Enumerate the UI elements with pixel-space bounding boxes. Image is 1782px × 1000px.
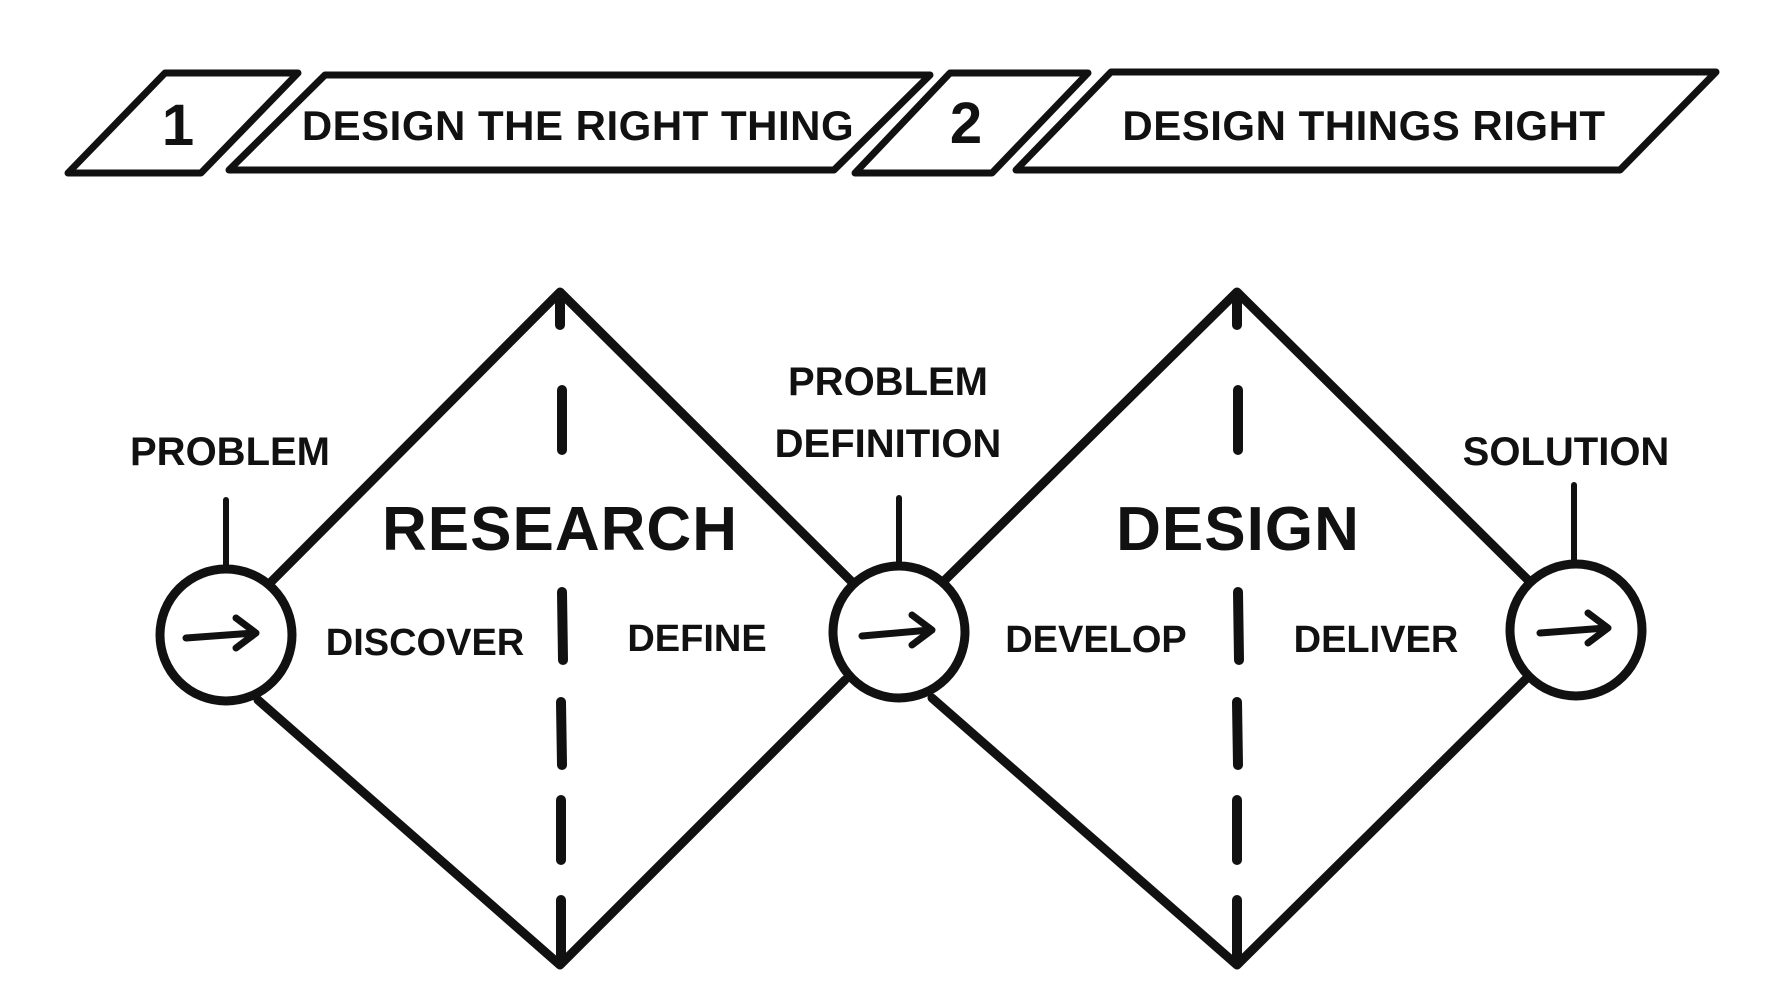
node-problem-definition-label-line1: PROBLEM xyxy=(788,360,988,404)
diamond-design-title: DESIGN xyxy=(1116,495,1360,564)
banner-step-2-number-frame xyxy=(851,69,1092,177)
banner-step-1-number-frame xyxy=(64,69,302,177)
diamond-research-divider xyxy=(555,295,568,960)
banner-step-1-title-text: DESIGN THE RIGHT THING xyxy=(302,102,854,149)
phase-define-label: DEFINE xyxy=(627,618,766,660)
arrow-right-icon xyxy=(1536,609,1612,647)
diamond-design-divider xyxy=(1232,295,1244,960)
node-problem-definition-circle xyxy=(828,561,970,703)
diamond-research-bottom-edges xyxy=(253,675,850,970)
banner-step-1-number-text: 1 xyxy=(162,93,194,158)
node-problem-circle xyxy=(155,564,297,706)
node-problem-label: PROBLEM xyxy=(130,430,330,474)
banner-step-2-number-text: 2 xyxy=(950,91,982,156)
banner-step-1-title-frame xyxy=(225,71,934,174)
node-solution-circle xyxy=(1505,559,1647,701)
phase-discover-label: DISCOVER xyxy=(326,622,524,664)
diamond-research-top-edges xyxy=(265,287,858,588)
banner-step-2-number: 2 xyxy=(851,69,1092,177)
diamond-design-bottom-edges xyxy=(927,672,1533,970)
diamond-research: RESEARCH DISCOVER DEFINE xyxy=(253,287,858,970)
node-solution: SOLUTION xyxy=(1463,430,1670,701)
banner-step-2-title-text: DESIGN THINGS RIGHT xyxy=(1122,102,1605,149)
banner-step-1-number: 1 xyxy=(64,69,302,177)
node-problem: PROBLEM xyxy=(130,430,330,706)
phase-deliver-label: DELIVER xyxy=(1294,619,1459,661)
diamond-research-title: RESEARCH xyxy=(382,495,738,564)
banner-step-1-title: DESIGN THE RIGHT THING xyxy=(225,71,934,174)
diamond-design: DESIGN DEVELOP DELIVER xyxy=(927,287,1535,970)
node-solution-label: SOLUTION xyxy=(1463,430,1670,474)
node-problem-definition-label-line2: DEFINITION xyxy=(775,422,1002,466)
arrow-right-icon xyxy=(182,614,260,652)
node-problem-definition: PROBLEM DEFINITION xyxy=(775,360,1002,703)
banner-step-2-title: DESIGN THINGS RIGHT xyxy=(1012,68,1720,174)
arrow-right-icon xyxy=(858,611,936,649)
diamond-design-top-edges xyxy=(940,287,1535,587)
phase-develop-label: DEVELOP xyxy=(1005,619,1187,661)
banner-step-2-title-frame xyxy=(1012,68,1720,174)
